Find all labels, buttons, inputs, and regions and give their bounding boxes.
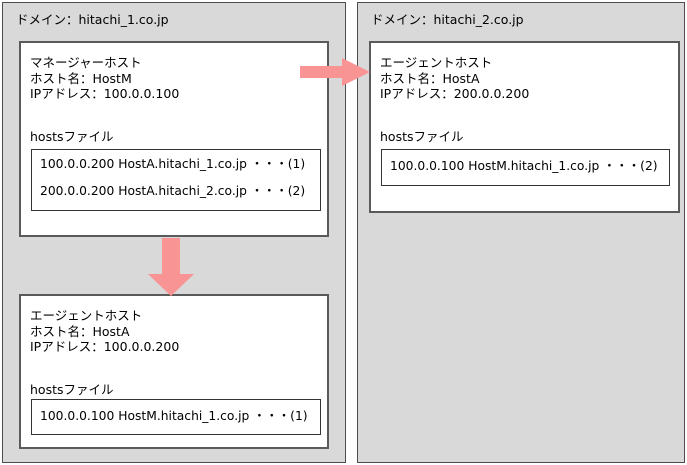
agent-right-hosts-title: hostsファイル: [380, 129, 464, 144]
right-arrow-icon: [300, 58, 370, 86]
agent-right-role: エージェントホスト: [380, 55, 493, 70]
host-box-agent-right: エージェントホスト ホスト名：HostA IPアドレス：200.0.0.200 …: [369, 41, 680, 213]
host-box-manager: マネージャーホスト ホスト名：HostM IPアドレス：100.0.0.100 …: [19, 41, 329, 237]
hosts-entry: 100.0.0.100 HostM.hitachi_1.co.jp ・・・(2): [390, 159, 658, 173]
manager-ip: IPアドレス：100.0.0.100: [30, 86, 180, 102]
down-arrow-icon: [148, 238, 194, 296]
hosts-file-box-agent-left: 100.0.0.100 HostM.hitachi_1.co.jp ・・・(1): [31, 399, 321, 435]
hosts-entry: 100.0.0.200 HostA.hitachi_1.co.jp ・・・(1): [40, 157, 306, 171]
agent-left-role: エージェントホスト: [30, 308, 143, 323]
domain-panel-hitachi-1: ドメイン：hitachi_1.co.jp マネージャーホスト ホスト名：Host…: [2, 2, 346, 463]
agent-left-hosts-title: hostsファイル: [30, 382, 114, 397]
agent-right-hostname: ホスト名：HostA: [380, 70, 480, 86]
domain-label-right: ドメイン：hitachi_2.co.jp: [371, 12, 524, 27]
domain-panel-hitachi-2: ドメイン：hitachi_2.co.jp エージェントホスト ホスト名：Host…: [357, 2, 685, 463]
manager-hostname: ホスト名：HostM: [30, 70, 132, 86]
domain-label-left: ドメイン：hitachi_1.co.jp: [16, 12, 169, 27]
manager-hosts-title: hostsファイル: [30, 129, 114, 144]
host-box-agent-left: エージェントホスト ホスト名：HostA IPアドレス：100.0.0.200 …: [19, 294, 329, 449]
hosts-entry: 200.0.0.200 HostA.hitachi_2.co.jp ・・・(2): [40, 184, 306, 198]
agent-right-host-info: エージェントホスト ホスト名：HostA IPアドレス：200.0.0.200: [380, 55, 529, 102]
hosts-file-box-agent-right: 100.0.0.100 HostM.hitachi_1.co.jp ・・・(2): [381, 149, 670, 186]
agent-left-host-info: エージェントホスト ホスト名：HostA IPアドレス：100.0.0.200: [30, 308, 179, 355]
agent-left-hostname: ホスト名：HostA: [30, 323, 130, 339]
manager-role: マネージャーホスト: [30, 55, 142, 70]
hosts-file-box-manager: 100.0.0.200 HostA.hitachi_1.co.jp ・・・(1)…: [31, 149, 321, 211]
agent-left-ip: IPアドレス：100.0.0.200: [30, 339, 180, 355]
agent-right-ip: IPアドレス：200.0.0.200: [380, 86, 530, 102]
manager-host-info: マネージャーホスト ホスト名：HostM IPアドレス：100.0.0.100: [30, 55, 179, 102]
hosts-entry: 100.0.0.100 HostM.hitachi_1.co.jp ・・・(1): [40, 409, 308, 423]
